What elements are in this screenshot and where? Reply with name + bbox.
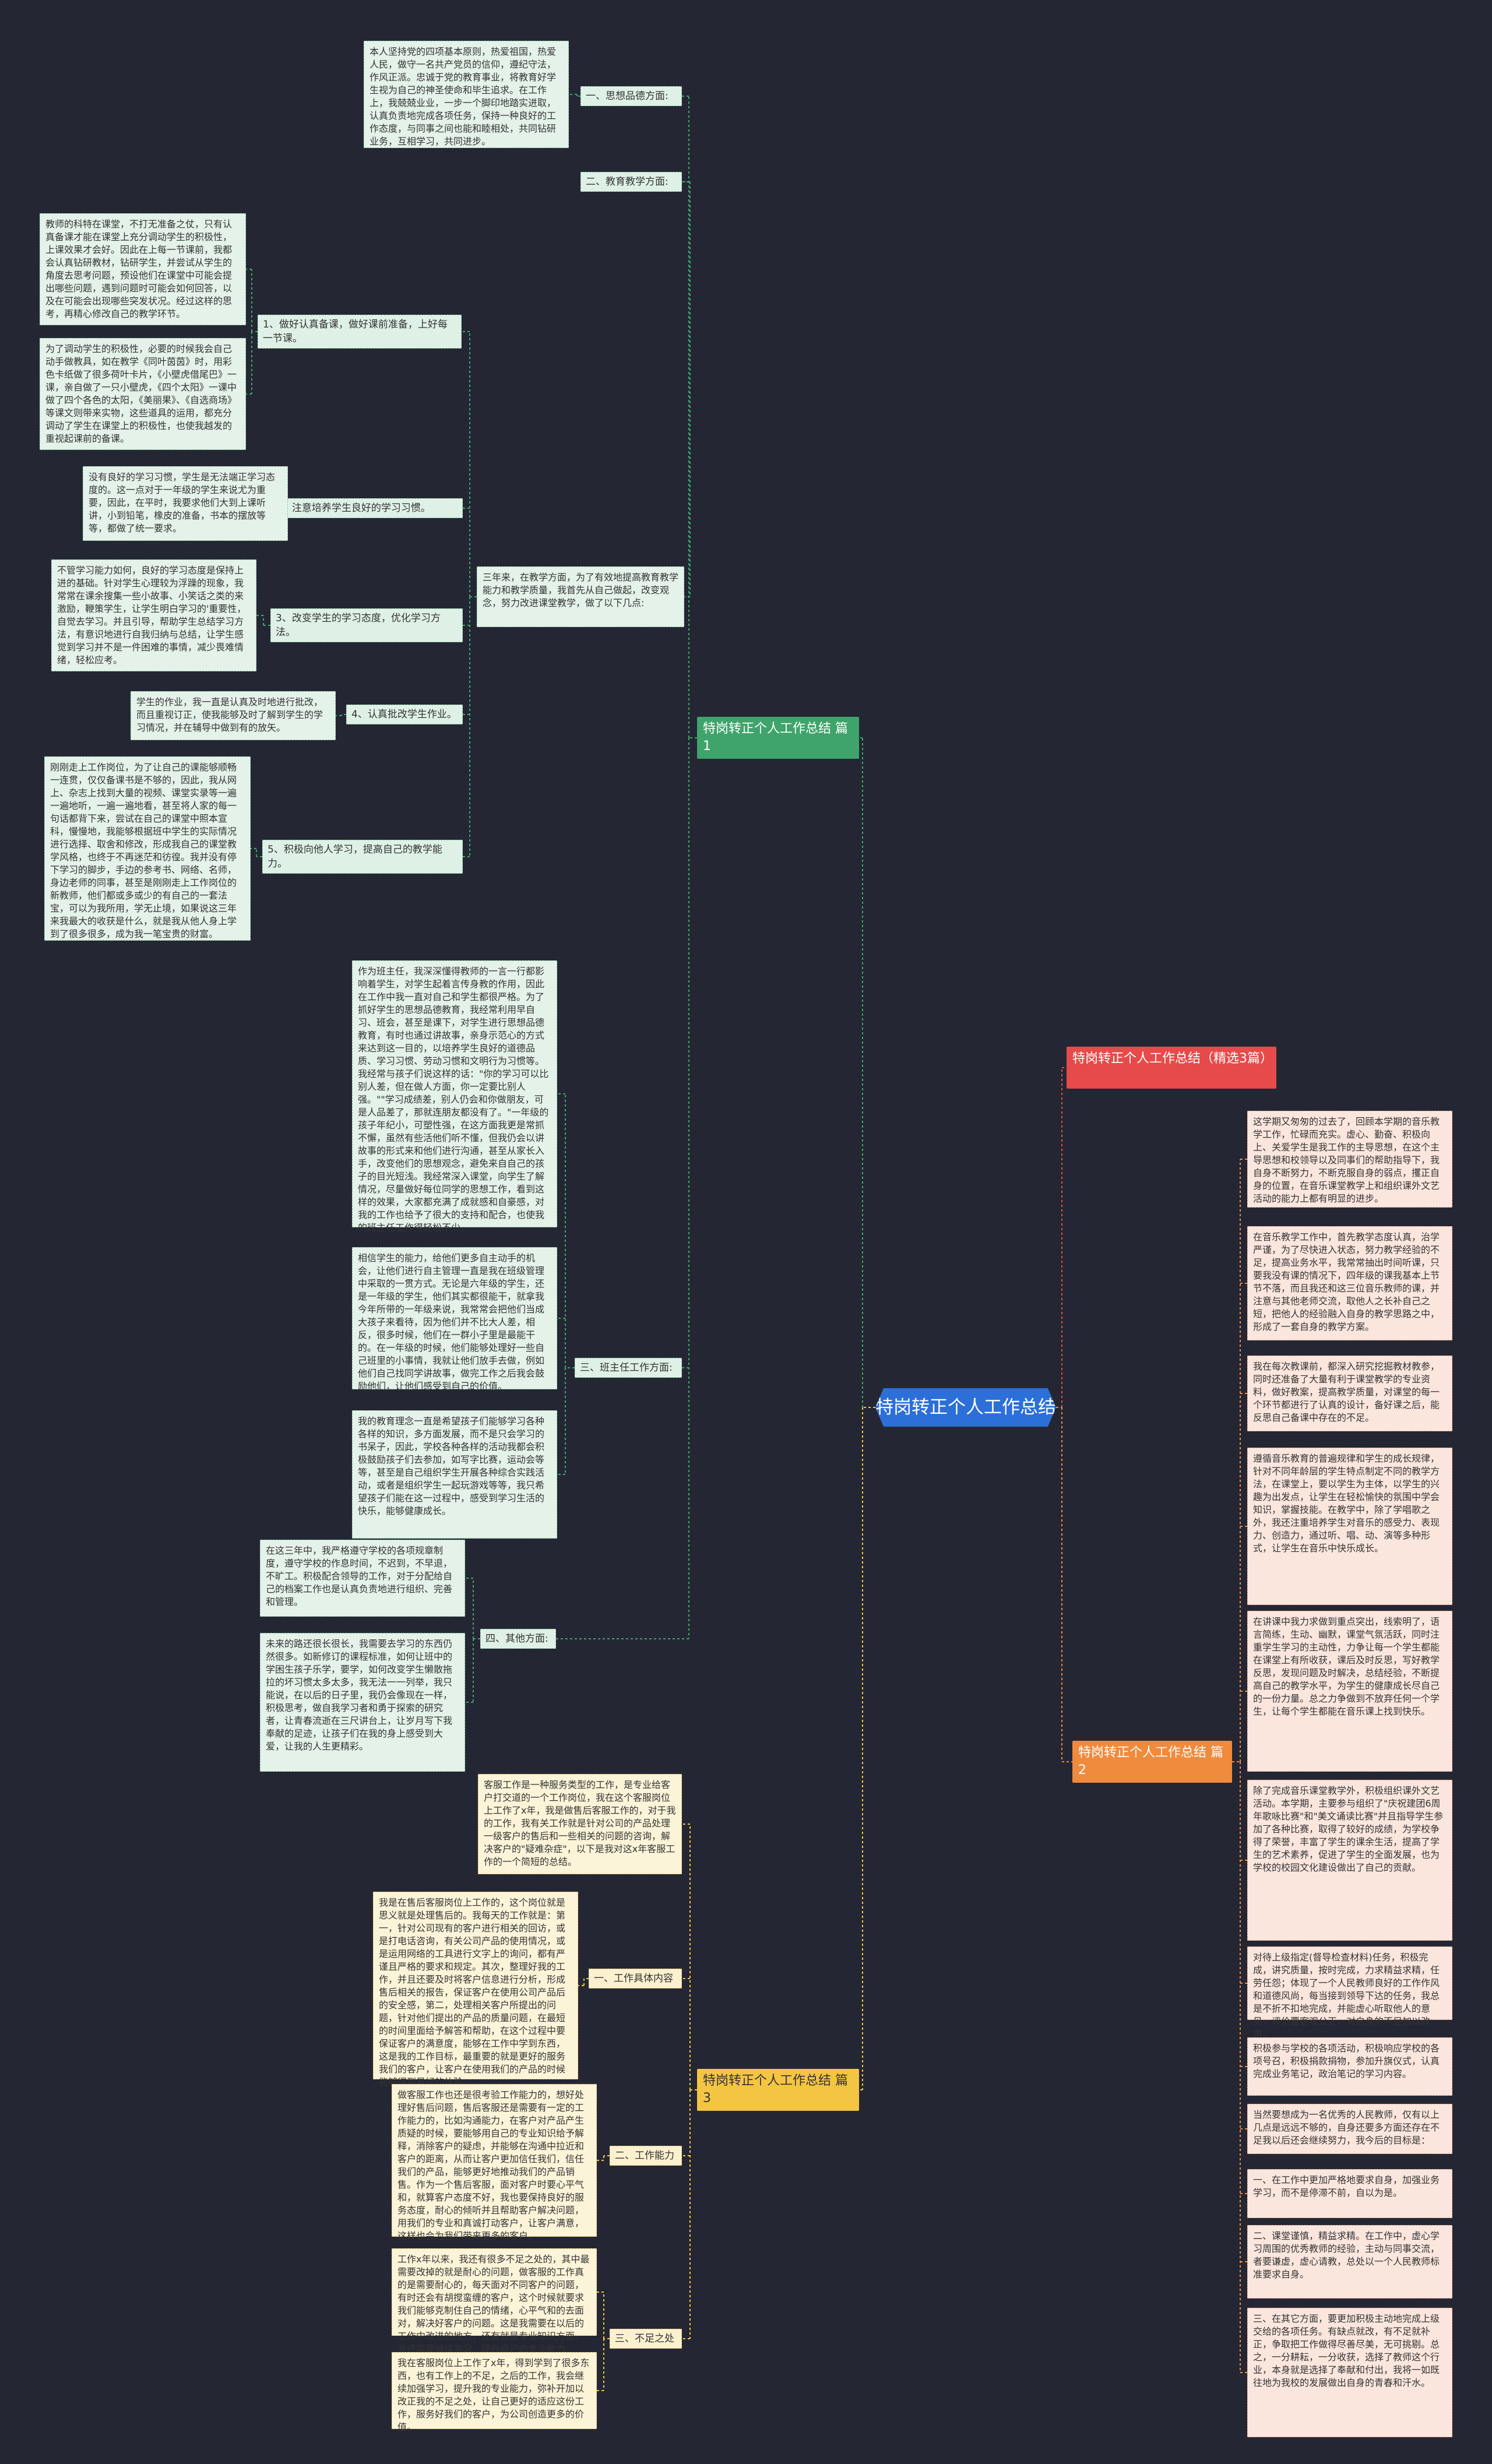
pian2-text-3: 我在每次教课前，都深入研究挖掘教材教参，同时还准备了大量有利于课堂教学的专业资料… — [1247, 1356, 1452, 1431]
pian2-text-6: 除了完成音乐课堂教学外，积极组织课外文艺活动。本学期，主要参与组织了"庆祝建团6… — [1247, 1780, 1452, 1941]
label-gongzuo-nengli[interactable]: 二、工作能力 — [610, 2146, 682, 2166]
buzu-text-a: 工作x年以来，我还有很多不足之处的，其中最需要改掉的就是耐心的问题，做客服的工作… — [392, 2248, 597, 2354]
label-point-5[interactable]: 5、积极向他人学习，提高自己的教学能力。 — [262, 840, 463, 874]
pian2-text-5: 在讲课中我力求做到重点突出，线索明了，语言简练，生动、幽默，课堂气氛活跃，同时注… — [1247, 1611, 1452, 1772]
pian2-text-1: 这学期又匆匆的过去了，回顾本学期的音乐教学工作，忙碌而充实。虚心、勤奋、积极向上… — [1247, 1111, 1452, 1208]
jiaoyu-intro: 三年来，在教学方面，为了有效地提高教育教学能力和教学质量，我首先从自己做起，改变… — [477, 566, 684, 627]
label-point-1[interactable]: 1、做好认真备课，做好课前准备，上好每一节课。 — [258, 315, 462, 349]
gongzuo-neirong-text: 我是在售后客服岗位上工作的，这个岗位就是思义就是处理售后的。我每天的工作就是：第… — [373, 1892, 578, 2088]
pian2-text-4: 遵循音乐教育的普遍规律和学生的成长规律，针对不同年龄层的学生特点制定不同的教学方… — [1247, 1448, 1452, 1605]
banzhuren-text-a: 作为班主任，我深深懂得教师的一言一行都影响着学生，对学生起着言传身教的作用，因此… — [352, 960, 557, 1233]
pian2-text-11: 二、课堂谨慎，精益求精。在工作中，虚心学习周围的优秀教师的经验，主动与同事交流，… — [1247, 2225, 1452, 2298]
label-jiaoyu[interactable]: 二、教育教学方面: — [580, 172, 682, 192]
label-gongzuo-neirong[interactable]: 一、工作具体内容 — [589, 1969, 682, 1988]
point-4-text: 学生的作业，我一直是认真及时地进行批改，而且重视订正，使我能够及时了解到学生的学… — [131, 691, 336, 740]
pian2-text-9: 当然要想成为一名优秀的人民教师，仅有以上几点是远远不够的，自身还要多方面还存在不… — [1247, 2104, 1452, 2154]
point-5-text: 刚刚走上工作岗位，为了让自己的课能够顺畅一连贯，仅仅备课书是不够的，因此，我从网… — [44, 756, 251, 941]
pian2-text-10: 一、在工作中更加严格地要求自身，加强业务学习，而不是停滞不前，自以为是。 — [1247, 2169, 1452, 2218]
branch-title[interactable]: 特岗转正个人工作总结（精选3篇） — [1067, 1047, 1276, 1089]
pian2-text-8: 积极参与学校的各项活动，积极响应学校的各项号召，积极捐款捐物，参加升旗仪式，认真… — [1247, 2037, 1452, 2096]
pian2-text-2: 在音乐教学工作中，首先教学态度认真，治学严谨，为了尽快进入状态，努力教学经验的不… — [1247, 1226, 1452, 1340]
gongzuo-nengli-text: 做客服工作也还是很考验工作能力的，想好处理好售后问题，售后客服还是需要有一定的工… — [392, 2084, 597, 2241]
pian2-text-7: 对待上级指定(督导检查材料)任务，积极完成，讲究质量，按时完成，力求精益求精，任… — [1247, 1946, 1452, 2040]
banzhuren-text-c: 我的教育理念一直是希望孩子们能够学习各种各样的知识，多方面发展，而不是只会学习的… — [352, 1410, 557, 1539]
branch-pian1[interactable]: 特岗转正个人工作总结 篇1 — [697, 717, 859, 759]
buzu-text-b: 我在客服岗位上工作了x年，得到学到了很多东西，也有工作上的不足，之后的工作，我会… — [392, 2352, 597, 2433]
label-sixiang[interactable]: 一、思想品德方面: — [580, 86, 682, 106]
qita-text-b: 未来的路还很长很长，我需要去学习的东西仍然很多。如新修订的课程标准，如何让班中的… — [260, 1633, 465, 1772]
kefu-intro: 客服工作是一种服务类型的工作，是专业给客户打交道的一个工作岗位，我在这个客服岗位… — [478, 1774, 682, 1874]
point-2-text: 没有良好的学习习惯，学生是无法端正学习态度的。这一点对于一年级的学生来说尤为重要… — [83, 466, 288, 541]
sixiang-text: 本人坚持党的四项基本原则，热爱祖国，热爱人民，做守一名共产党员的信仰，遵纪守法，… — [364, 41, 569, 148]
banzhuren-text-b: 相信学生的能力，给他们更多自主动手的机会，让他们进行自主管理一直是我在班级管理中… — [352, 1247, 557, 1392]
label-point-2[interactable]: 2、注意培养学生良好的学习习惯。 — [270, 498, 463, 518]
label-point-3[interactable]: 3、改变学生的学习态度，优化学习方法。 — [270, 608, 463, 642]
branch-pian3[interactable]: 特岗转正个人工作总结 篇3 — [697, 2069, 859, 2111]
label-point-4[interactable]: 4、认真批改学生作业。 — [346, 705, 463, 724]
label-buzu[interactable]: 三、不足之处 — [610, 2329, 682, 2349]
point-1-text-a: 教师的科特在课堂，不打无准备之仗，只有认真备课才能在课堂上充分调动学生的积极性，… — [40, 213, 246, 325]
label-qita[interactable]: 四、其他方面: — [480, 1629, 556, 1649]
pian2-text-12: 三、在其它方面，要更加积极主动地完成上级交给的各项任务。有缺点就改，有不足就补正… — [1247, 2308, 1452, 2437]
point-3-text: 不管学习能力如何，良好的学习态度是保持上进的基础。针对学生心理较为浮躁的现象，我… — [51, 559, 256, 671]
branch-pian2[interactable]: 特岗转正个人工作总结 篇2 — [1072, 1741, 1232, 1783]
label-banzhuren[interactable]: 三、班主任工作方面: — [575, 1358, 682, 1378]
root-node[interactable]: 特岗转正个人工作总结 — [875, 1388, 1056, 1427]
qita-text-a: 在这三年中，我严格遵守学校的各项规章制度，遵守学校的作息时间，不迟到，不早退，不… — [260, 1540, 465, 1617]
point-1-text-b: 为了调动学生的积极性，必要的时候我会自己动手做教具，如在教学《同叶茵茵》时，用彩… — [40, 338, 246, 450]
